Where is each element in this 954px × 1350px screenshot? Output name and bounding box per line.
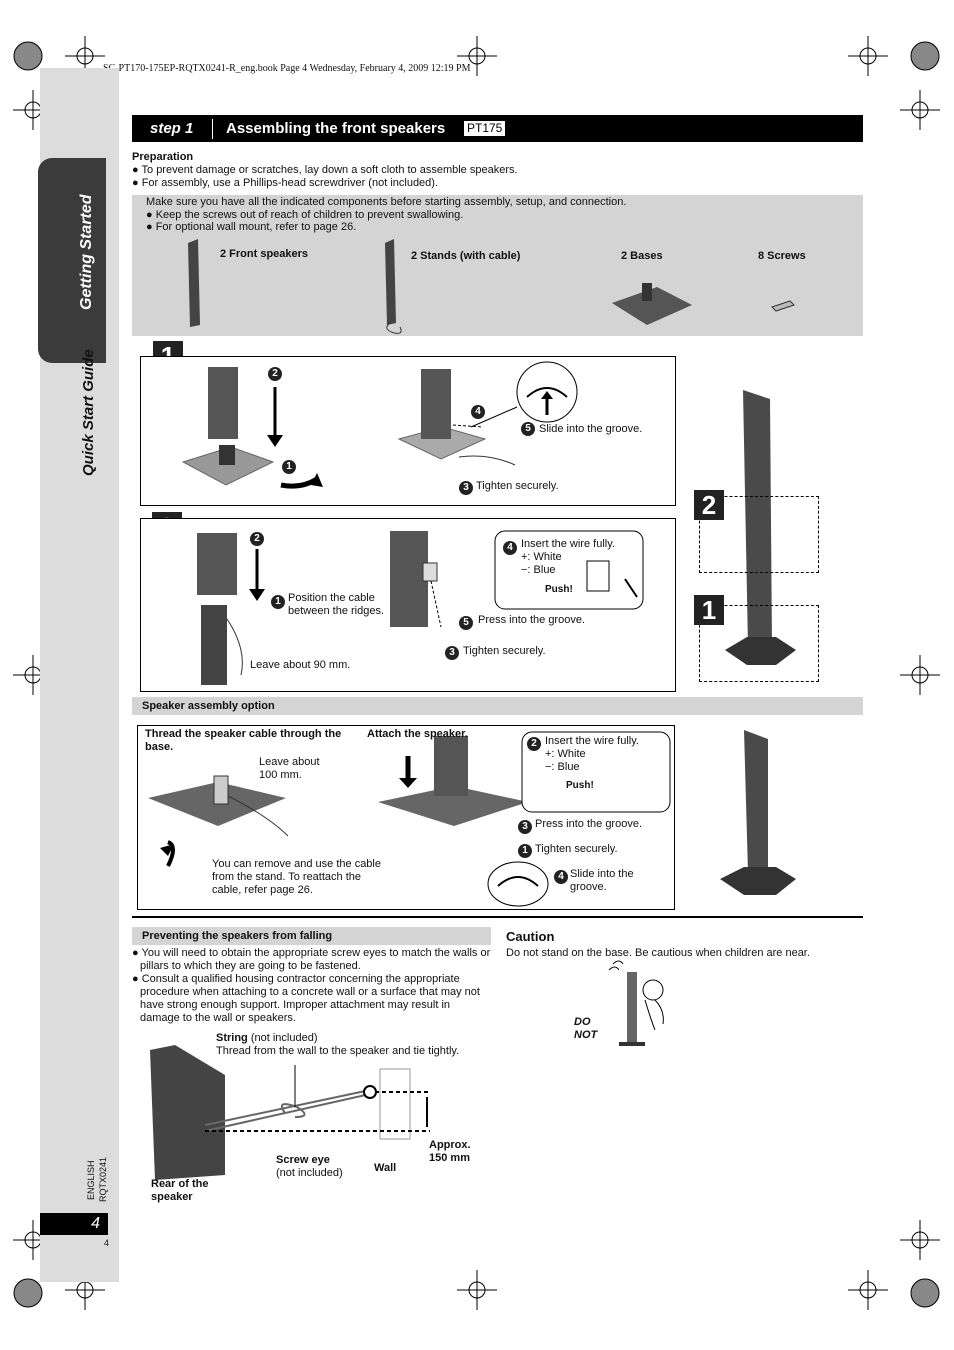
attach-speaker-text: Attach the speaker. [367,728,468,740]
language-label: ENGLISH [86,1160,96,1200]
press-groove-text: Press into the groove. [535,818,643,830]
tower-label-2: 2 [694,490,724,520]
falling-list: ● You will need to obtain the appropriat… [132,947,492,1025]
file-info-line: SC-PT170-175EP-RQTX0241-R_eng.book Page … [103,63,471,74]
assembly-panel-2: 2 1 Position the cable between the ridge… [140,518,676,692]
callout-4: 4 [503,541,517,555]
assembly-option-panel: Thread the speaker cable through the bas… [137,725,675,910]
callout-2: 2 [527,737,541,751]
caution-heading: Caution [506,929,555,944]
position-cable-text: Position the cable between the ridges. [288,592,385,617]
tower-label-1: 1 [694,595,724,625]
quick-start-label: Quick Start Guide [80,349,97,476]
component-screws: 8 Screws [758,250,806,262]
option-illustration [148,731,671,907]
assembled-tower-illustration [725,390,796,665]
white-terminal-text: +: White [521,551,562,563]
falling-item: ● You will need to obtain the appropriat… [132,947,491,972]
falling-item: ● Consult a qualified housing contractor… [132,973,480,1024]
preparation-section: Preparation ● To prevent damage or scrat… [132,151,852,190]
model-badge: PT175 [464,121,506,136]
insert-wire-text: Insert the wire fully. [545,735,639,747]
callout-3: 3 [459,481,473,495]
component-stands: 2 Stands (with cable) [411,250,521,262]
tighten-securely-text: Tighten securely. [463,645,546,657]
leave-90mm-text: Leave about 90 mm. [250,659,351,671]
components-intro: Make sure you have all the indicated com… [146,196,627,208]
callout-5: 5 [521,422,535,436]
step-title: Assembling the front speakers [226,120,446,137]
callout-3: 3 [445,646,459,660]
section-divider [132,916,863,918]
callout-4: 4 [471,405,485,419]
preventing-falling-bar: Preventing the speakers from falling [132,927,491,945]
components-box: Make sure you have all the indicated com… [132,195,863,336]
thread-cable-text: Thread the speaker cable through the bas… [145,728,342,753]
page-number: 4 [91,1215,100,1232]
speaker-assembly-option-bar: Speaker assembly option [132,697,863,715]
leave-100mm-text: Leave about 100 mm. [259,756,320,781]
dashed-box-2 [699,496,819,573]
preparation-item: ● For assembly, use a Phillips-head scre… [132,177,439,189]
falling-heading: Preventing the speakers from falling [142,930,333,942]
component-illustrations [188,239,795,334]
push-text: Push! [545,584,573,595]
callout-2: 2 [268,367,282,381]
callout-1: 1 [271,595,285,609]
option-tower-illustration [720,730,796,895]
caution-text: Do not stand on the base. Be cautious wh… [506,947,810,959]
option-heading: Speaker assembly option [142,700,275,712]
preparation-heading: Preparation [132,151,194,163]
child-climbing-illustration [608,960,664,1046]
callout-1: 1 [518,844,532,858]
step-header-bar: step 1 Assembling the front speakers PT1… [132,115,863,142]
blue-terminal-text: −: Blue [545,761,580,773]
screw-eye-label: Screw eye [276,1154,330,1166]
model-code-label: RQTX0241 [98,1156,108,1202]
slide-groove-text: Slide into the groove. [570,868,634,893]
approx-label: Approx. 150 mm [429,1139,471,1164]
components-bullet: ● For optional wall mount, refer to page… [146,221,357,233]
string-label: String (not included) [216,1032,318,1044]
thread-instruction: Thread from the wall to the speaker and … [216,1045,460,1057]
getting-started-tab [38,158,106,363]
insert-wire-text: Insert the wire fully. [521,538,615,550]
callout-2: 2 [250,532,264,546]
wall-tie-illustration [150,1045,430,1180]
preparation-item: ● To prevent damage or scratches, lay do… [132,164,518,176]
wall-label: Wall [374,1162,397,1174]
callout-3: 3 [518,820,532,834]
callout-4: 4 [554,870,568,884]
rear-speaker-label: Rear of the speaker [151,1178,209,1203]
assembly-panel-1: 2 1 4 5 Slide into the groove. 3 Tighten… [140,356,676,506]
component-front-speakers: 2 Front speakers [220,248,309,260]
dashed-box-1 [699,605,819,682]
slide-into-groove-text: Slide into the groove. [539,423,643,435]
panel-1-illustration [181,361,578,489]
tighten-securely-text: Tighten securely. [476,480,559,492]
remove-cable-text: You can remove and use the cable from th… [212,858,381,896]
push-text: Push! [566,780,594,791]
tighten-securely-text: Tighten securely. [535,843,618,855]
blue-terminal-text: −: Blue [521,564,556,576]
page-number-box: 4 [40,1213,108,1235]
components-bullet: ● Keep the screws out of reach of childr… [146,209,464,221]
panel-2-illustration [197,530,644,685]
callout-5: 5 [459,616,473,630]
component-bases: 2 Bases [621,250,663,262]
do-not-label: DO NOT [574,1016,598,1041]
press-groove-text: Press into the groove. [478,614,586,626]
screw-eye-note: (not included) [276,1167,343,1179]
page-number-small: 4 [104,1238,110,1248]
step-label: step 1 [150,120,194,137]
getting-started-label: Getting Started [78,194,95,310]
callout-1: 1 [282,460,296,474]
white-terminal-text: +: White [545,748,586,760]
